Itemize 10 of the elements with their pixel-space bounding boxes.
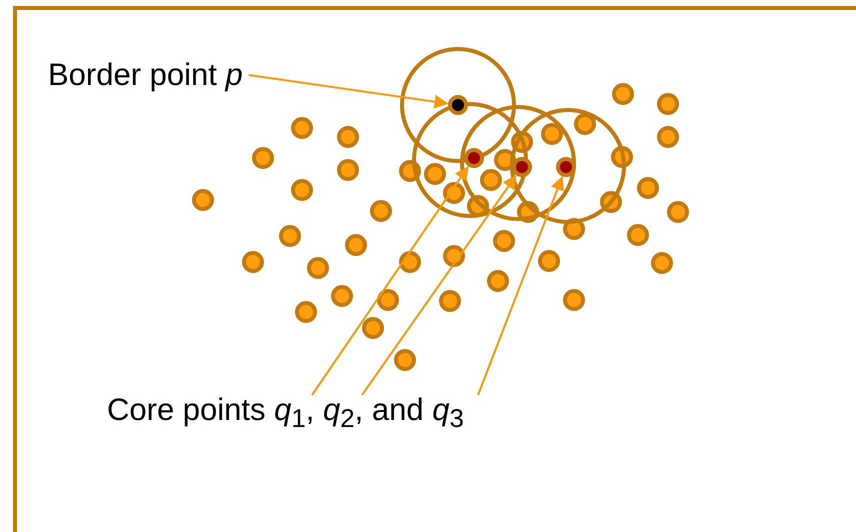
border-point [448,95,468,115]
leader-line [248,74,448,109]
annotation-label: Core points q$_{1}$, q$_{2}$, and q$_{3}$ [107,395,464,434]
core-point [556,157,576,177]
annotation-label: Border point p [48,60,243,90]
leader-line [311,166,469,396]
leader-line [477,176,564,396]
core-point [512,157,532,177]
leader-line [361,174,516,396]
core-point [464,148,484,168]
